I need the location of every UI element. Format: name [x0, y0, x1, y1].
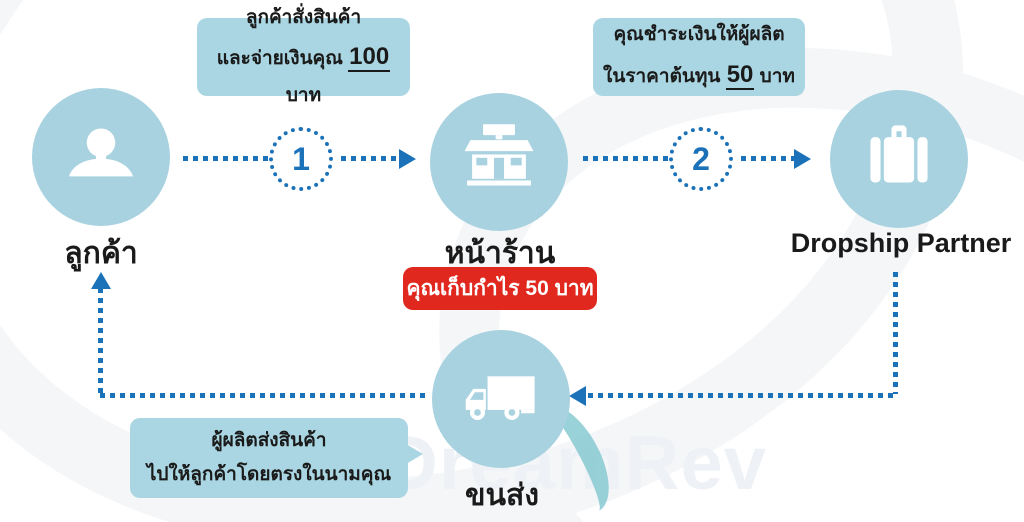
arrow-step2-segment-b	[741, 156, 796, 161]
callout-shipping: ผู้ผลิตส่งสินค้า ไปให้ลูกค้าโดยตรงในนามค…	[130, 418, 423, 498]
arrow-shipping-to-customer-head-icon	[91, 272, 111, 289]
shipping-node	[432, 330, 570, 468]
arrow-step2-segment-a	[583, 156, 668, 161]
callout-step2-line2: ในราคาต้นทุน 50 บาท	[603, 53, 795, 96]
callout-step2-line1: คุณชำระเงินให้ผู้ผลิต	[613, 24, 785, 46]
arrow-partner-to-shipping-head-icon	[569, 386, 586, 406]
arrow-partner-to-shipping-vertical	[893, 272, 898, 394]
customer-node	[32, 88, 170, 226]
callout-step1: ลูกค้าสั่งสินค้า และจ่ายเงินคุณ 100 บาท	[197, 7, 410, 106]
truck-icon	[465, 376, 535, 420]
step2-number: 2	[692, 140, 710, 177]
callout-step1-line2-prefix: และจ่ายเงินคุณ	[216, 48, 349, 70]
arrow-shipping-to-customer-horizontal	[100, 393, 430, 398]
callout-step1-amount: 100	[348, 43, 391, 73]
dropship-partner-node	[830, 90, 968, 228]
dropship-partner-label: Dropship Partner	[790, 228, 1012, 258]
arrow-step1-head-icon	[399, 149, 416, 169]
store-icon	[464, 124, 534, 186]
callout-step2-line2-prefix: ในราคาต้นทุน	[603, 65, 726, 87]
arrow-shipping-to-customer-vertical	[98, 288, 103, 396]
callout-shipping-tail	[406, 444, 423, 464]
profit-badge: คุณเก็บกำไร 50 บาท	[403, 267, 597, 310]
step1-number-circle: 1	[269, 127, 333, 191]
callout-step1-line1: ลูกค้าสั่งสินค้า	[245, 7, 362, 29]
arrow-step1-segment-a	[183, 156, 268, 161]
callout-step2-amount: 50	[725, 60, 755, 90]
callout-step2-line2-suffix: บาท	[754, 65, 795, 87]
callout-step1-line2: และจ่ายเงินคุณ 100 บาท	[197, 35, 410, 112]
arrow-step1-segment-b	[341, 156, 399, 161]
storefront-label: หน้าร้าน	[444, 237, 556, 270]
step2-number-circle: 2	[669, 127, 733, 191]
suitcase-icon	[870, 125, 928, 183]
callout-shipping-line1: ผู้ผลิตส่งสินค้า	[211, 429, 327, 451]
step1-number: 1	[292, 140, 310, 177]
callout-shipping-line2: ไปให้ลูกค้าโดยตรงในนามคุณ	[146, 464, 392, 485]
person-icon	[69, 128, 133, 177]
customer-label: ลูกค้า	[64, 237, 138, 270]
callout-step2: คุณชำระเงินให้ผู้ผลิต ในราคาต้นทุน 50 บา…	[593, 18, 805, 96]
shipping-label: ขนส่ง	[465, 479, 539, 512]
storefront-node	[430, 93, 568, 231]
callout-step1-line2-suffix: บาท	[285, 84, 322, 106]
arrow-step2-head-icon	[794, 149, 811, 169]
arrow-partner-to-shipping-horizontal	[588, 393, 898, 398]
